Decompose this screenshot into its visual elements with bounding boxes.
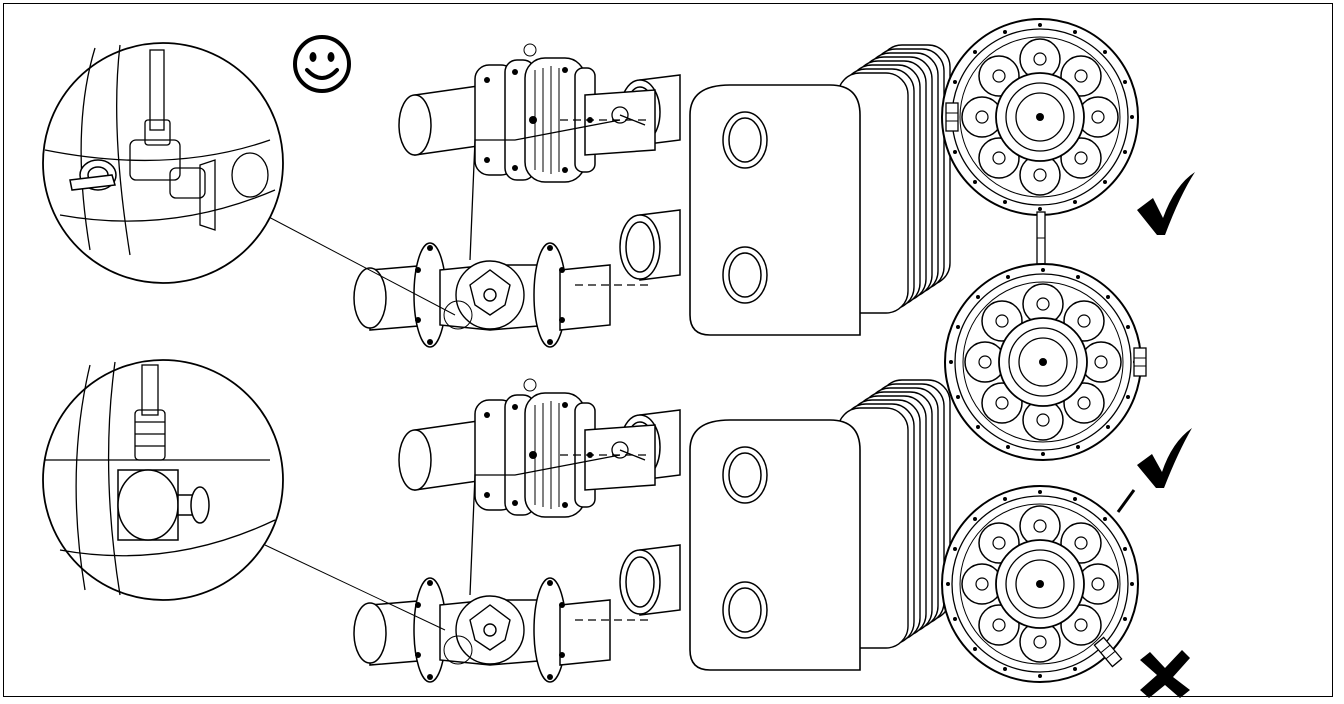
assembly-top bbox=[353, 43, 951, 348]
detail-callout-top bbox=[42, 42, 456, 316]
heat-exchanger-bottom bbox=[619, 379, 951, 671]
connector-pipe bbox=[1036, 211, 1046, 265]
detail-callout-bottom bbox=[42, 359, 446, 631]
flanged-valve-top bbox=[353, 242, 611, 348]
orientation-correct-1 bbox=[941, 18, 1139, 216]
check-mark-icon bbox=[1137, 428, 1192, 488]
illustration-frame bbox=[3, 3, 1333, 697]
orientation-incorrect bbox=[941, 485, 1139, 683]
check-mark-icon bbox=[1137, 172, 1195, 235]
heat-exchanger-top bbox=[619, 44, 951, 336]
cross-mark-icon bbox=[1140, 650, 1190, 698]
pump-valve-top bbox=[398, 43, 656, 261]
smiley-face-icon bbox=[293, 35, 351, 93]
flanged-valve-bottom bbox=[353, 577, 611, 683]
orientation-correct-2 bbox=[944, 263, 1147, 461]
pump-valve-bottom bbox=[398, 378, 656, 596]
assembly-bottom bbox=[353, 378, 951, 683]
